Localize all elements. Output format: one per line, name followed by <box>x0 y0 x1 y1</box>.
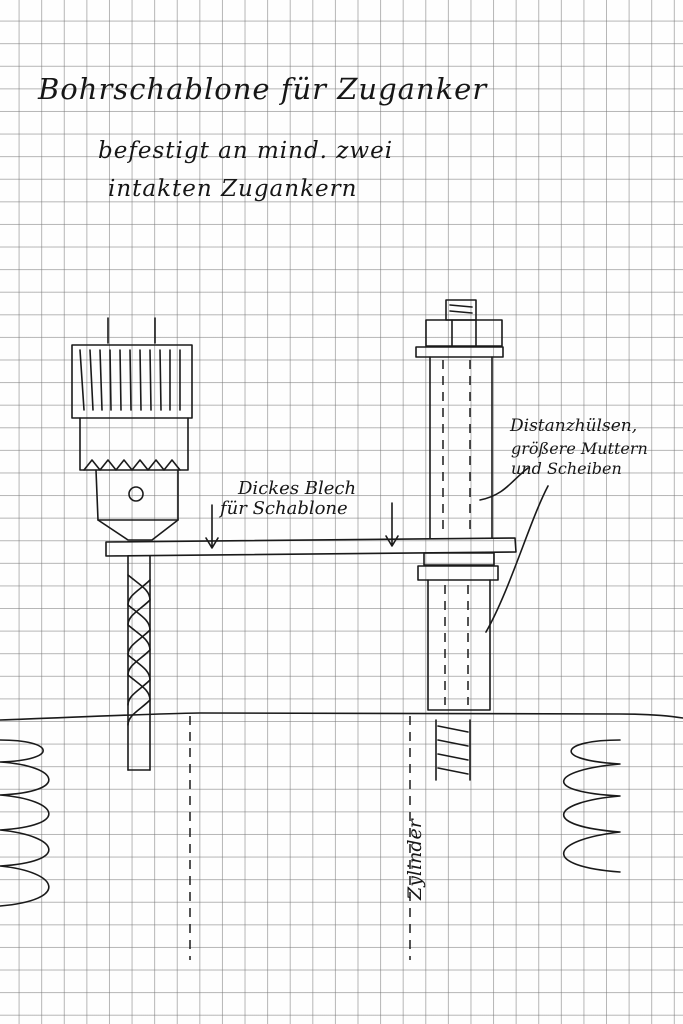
tie-rod-assembly <box>415 299 504 781</box>
subtitle-line-1: befestigt an mind. zwei <box>98 138 394 164</box>
sketch-title: Bohrschablone für Zuganker <box>38 72 488 106</box>
cylinder-label: Zylinder <box>404 819 426 900</box>
spacer-label-line-2: größere Muttern <box>511 439 648 458</box>
drill-bit <box>127 555 151 771</box>
plate-label-line-1: Dickes Blech <box>238 478 357 499</box>
template-plate <box>105 502 517 557</box>
subtitle-line-2: intakten Zugankern <box>108 176 358 202</box>
cylinder-block <box>0 712 683 960</box>
leader-lines <box>479 467 549 633</box>
plate-label-line-2: für Schablone <box>220 498 348 519</box>
spacer-label-line-1: Distanzhülsen, <box>510 416 638 436</box>
spacer-label-line-3: und Scheiben <box>511 459 622 478</box>
drill-chuck <box>71 317 193 541</box>
